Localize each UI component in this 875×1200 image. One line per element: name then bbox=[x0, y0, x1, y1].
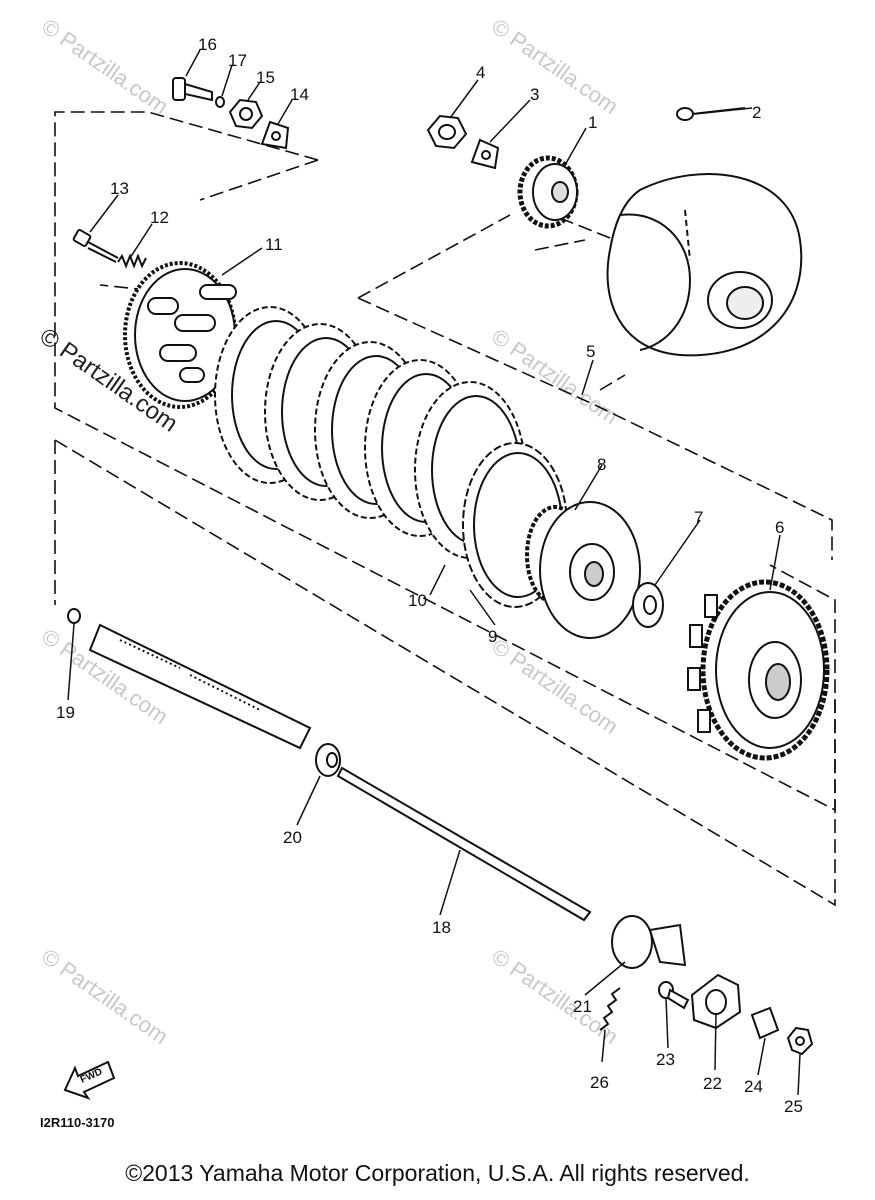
watermark: © Partzilla.com bbox=[487, 944, 623, 1050]
part-24-adjusting-bolt bbox=[750, 1006, 780, 1040]
part-8-clutch-boss bbox=[525, 501, 641, 639]
part-15-nut bbox=[228, 98, 264, 130]
part-3-lock-washer bbox=[470, 138, 500, 170]
part-22-cover-plate bbox=[690, 973, 742, 1030]
callout-25: 25 bbox=[784, 1097, 803, 1116]
callout-18: 18 bbox=[432, 918, 451, 937]
clutch-plate-stack bbox=[214, 306, 568, 608]
callout-7: 7 bbox=[694, 508, 703, 527]
part-17-ball bbox=[215, 96, 225, 108]
callout-13: 13 bbox=[110, 179, 129, 198]
callout-2: 2 bbox=[752, 103, 761, 122]
callout-11: 11 bbox=[265, 235, 283, 254]
callout-6: 6 bbox=[775, 518, 784, 537]
watermark: © Partzilla.com bbox=[487, 634, 623, 740]
part-12-spring bbox=[117, 253, 147, 269]
callout-20: 20 bbox=[283, 828, 302, 847]
callout-22: 22 bbox=[703, 1074, 722, 1093]
part-21-push-lever bbox=[611, 915, 687, 969]
part-6-clutch-housing bbox=[687, 579, 830, 761]
part-16-push-lever-shaft bbox=[172, 77, 213, 102]
drawing-code: I2R110-3170 bbox=[40, 1115, 114, 1130]
callout-26: 26 bbox=[590, 1073, 609, 1092]
callout-19: 19 bbox=[56, 703, 75, 722]
callout-21: 21 bbox=[573, 997, 592, 1016]
callout-14: 14 bbox=[290, 85, 309, 104]
callout-10: 10 bbox=[408, 591, 427, 610]
part-18-push-rod bbox=[336, 766, 592, 922]
leader-lines bbox=[67, 49, 801, 1096]
part-4-nut bbox=[426, 114, 468, 150]
part-20-oil-seal bbox=[315, 743, 341, 777]
callout-3: 3 bbox=[530, 85, 539, 104]
callout-15: 15 bbox=[256, 68, 275, 87]
callout-8: 8 bbox=[597, 455, 606, 474]
part-25-nut bbox=[786, 1026, 814, 1056]
callout-4: 4 bbox=[476, 63, 485, 82]
part-26-spring bbox=[599, 987, 621, 1031]
callout-24: 24 bbox=[744, 1077, 763, 1096]
watermark: © Partzilla.com bbox=[37, 14, 173, 120]
fwd-arrow: FWD bbox=[63, 1060, 116, 1100]
callout-23: 23 bbox=[656, 1050, 675, 1069]
callout-12: 12 bbox=[150, 208, 169, 227]
watermark: © Partzilla.com bbox=[487, 14, 623, 120]
part-1-gear bbox=[517, 155, 579, 229]
callout-1: 1 bbox=[588, 113, 597, 132]
watermark: © Partzilla.com bbox=[37, 944, 173, 1050]
callout-5: 5 bbox=[586, 342, 595, 361]
callout-9: 9 bbox=[488, 627, 497, 646]
part-14-washer bbox=[260, 120, 290, 150]
callout-numbers: 16 17 15 14 13 12 11 4 3 1 2 5 6 7 8 9 1… bbox=[56, 35, 803, 1116]
part-5-primary-driven-gear bbox=[606, 173, 803, 357]
part-23-bolt bbox=[658, 981, 690, 1010]
group-outline-lines bbox=[54, 111, 836, 907]
part-7-thrust-washer bbox=[632, 582, 664, 628]
callout-17: 17 bbox=[228, 51, 247, 70]
part-19-ring bbox=[67, 608, 81, 624]
main-axle bbox=[88, 623, 312, 750]
copyright-notice: ©2013 Yamaha Motor Corporation, U.S.A. A… bbox=[125, 1160, 750, 1186]
callout-16: 16 bbox=[198, 35, 217, 54]
part-13-bolt bbox=[72, 229, 119, 263]
